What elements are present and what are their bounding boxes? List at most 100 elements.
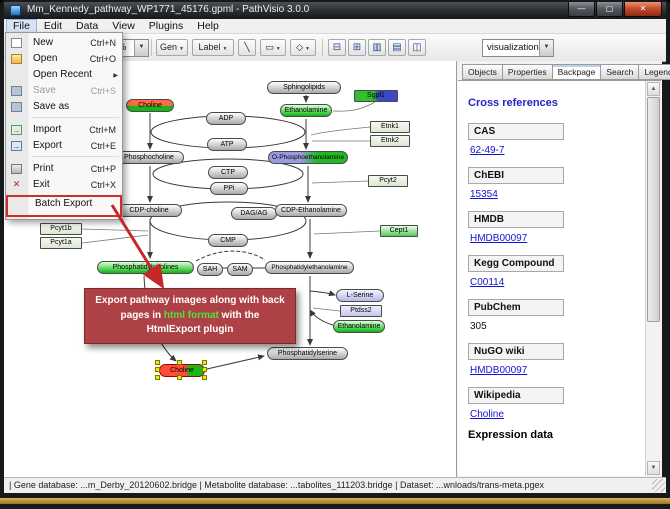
menu-item-batch-export[interactable]: Batch Export [6,195,122,217]
node-adp[interactable]: ADP [206,112,246,125]
node-atp[interactable]: ATP [207,138,247,151]
hmdb-link[interactable]: HMDB00097 [470,233,528,244]
minimize-button[interactable]: — [568,2,595,17]
node-sphingolipids[interactable]: Sphingolipids [267,81,341,94]
node-cdp-ethanolamine[interactable]: CDP-Ethanolamine [275,204,347,217]
cas-link[interactable]: 62-49-7 [470,145,505,156]
align-horizontal-button[interactable]: ⊟ [328,39,346,56]
node-choline-selected[interactable]: Choline [159,364,205,377]
menu-item-save-as[interactable]: Save as [6,99,122,115]
menu-separator [31,117,119,120]
node-o-phosphoethanolamine[interactable]: O-Phosphoethanolamine [268,151,348,164]
selection-handle[interactable] [177,360,182,365]
menu-item-save[interactable]: Save Ctrl+S [6,83,122,99]
menu-item-open[interactable]: Open Ctrl+O [6,51,122,67]
selection-handle[interactable] [155,367,160,372]
minimize-icon: — [577,4,586,13]
tab-search[interactable]: Search [600,64,639,80]
scroll-up-icon[interactable]: ▲ [647,82,660,96]
node-ctp[interactable]: CTP [208,166,248,179]
visualization-dropdown-icon[interactable]: ▼ [539,40,553,56]
menu-item-exit[interactable]: ✕ Exit Ctrl+X [12,179,116,190]
close-button[interactable]: ✕ [624,2,662,17]
scrollbar-thumb[interactable] [647,97,660,322]
menu-file[interactable]: File [6,19,37,33]
tab-backpage[interactable]: Backpage [551,64,601,80]
datanode-button[interactable]: Gen▼ [156,39,188,56]
backpage-scrollbar[interactable]: ▲ ▼ [645,81,661,476]
node-ppi[interactable]: PPi [210,182,248,195]
node-phosphatidylethanolamine[interactable]: Phosphatidylethanolamine [265,261,354,274]
menu-separator [31,156,119,159]
menu-item-export[interactable]: → Export Ctrl+E [11,140,116,151]
menu-data[interactable]: Data [76,20,99,32]
window-controls: — ▢ ✕ [567,2,662,17]
tab-properties[interactable]: Properties [501,64,552,80]
section-header: HMDB [468,211,564,228]
selection-handle[interactable] [202,367,207,372]
backpage-section-pubchem: PubChem 305 [468,297,641,332]
rect-tool-button[interactable]: ▭▼ [260,39,286,56]
node-etnk2[interactable]: Etnk2 [370,135,410,147]
nugo-link[interactable]: HMDB00097 [470,365,528,376]
selection-handle[interactable] [155,360,160,365]
node-phosphocholine[interactable]: Phosphocholine [114,151,184,164]
stack-button[interactable]: ◫ [408,39,426,56]
node-cmp[interactable]: CMP [208,234,248,247]
menu-help[interactable]: Help [197,20,219,32]
node-ethanolamine-2[interactable]: Ethanolamine [333,320,385,333]
node-ethanolamine[interactable]: Ethanolamine [280,104,332,117]
section-header: Kegg Compound [468,255,564,272]
node-sgpl1[interactable]: Sgpl1 [354,90,398,102]
menu-item-open-recent[interactable]: Open Recent ▶ [6,67,122,83]
menu-item-print[interactable]: Print Ctrl+P [6,161,122,177]
label-button[interactable]: Label▼ [192,39,234,56]
chebi-link[interactable]: 15354 [470,189,498,200]
node-etnk1[interactable]: Etnk1 [370,121,410,133]
maximize-button[interactable]: ▢ [596,2,623,17]
node-pcyt1a[interactable]: Pcyt1a [40,237,82,249]
node-ptdss2[interactable]: Ptdss2 [340,305,382,317]
scroll-down-icon[interactable]: ▼ [647,461,660,475]
node-sah[interactable]: SAH [197,263,223,276]
node-l-serine[interactable]: L-Serine [336,289,384,302]
node-phosphatidylcholines[interactable]: Phosphatidylcholines [97,261,194,274]
node-choline[interactable]: Choline [126,99,174,112]
submenu-arrow-icon: ▶ [113,73,118,79]
menu-edit[interactable]: Edit [43,20,63,32]
node-pcyt2[interactable]: Pcyt2 [368,175,408,187]
title-bar[interactable]: Mm_Kennedy_pathway_WP1771_45176.gpml - P… [4,2,666,20]
visualization-combobox[interactable]: visualization ▼ [482,39,554,57]
visualization-value: visualization [487,42,539,53]
node-cdp-choline[interactable]: CDP-choline [116,204,182,217]
selection-handle[interactable] [155,375,160,380]
menu-view[interactable]: View [112,20,135,32]
selection-handle[interactable] [177,375,182,380]
distribute-vertical-button[interactable]: ▤ [388,39,406,56]
zoom-dropdown-icon[interactable]: ▼ [134,40,148,56]
callout-line3: HtmlExport plugin [146,324,234,335]
shape-tool-button[interactable]: ◇▼ [290,39,316,56]
resize-grip[interactable] [652,479,665,492]
node-cept1[interactable]: Cept1 [380,225,418,237]
node-sam[interactable]: SAM [227,263,253,276]
selection-handle[interactable] [202,375,207,380]
section-header: CAS [468,123,564,140]
menu-item-import[interactable]: → Import Ctrl+M [11,124,116,135]
align-vertical-button[interactable]: ⊞ [348,39,366,56]
wikipedia-link[interactable]: Choline [470,409,504,420]
menu-plugins[interactable]: Plugins [148,20,184,32]
node-pcyt1b[interactable]: Pcyt1b [40,223,82,235]
distribute-horizontal-button[interactable]: ▥ [368,39,386,56]
menu-item-new[interactable]: New Ctrl+N [6,35,122,51]
kegg-link[interactable]: C00114 [470,277,505,288]
line-tool-button[interactable]: ╲ [238,39,256,56]
tab-legend[interactable]: Legend [638,64,670,80]
export-icon: → [11,141,22,151]
tab-objects[interactable]: Objects [462,64,502,80]
selection-handle[interactable] [202,360,207,365]
section-header: Wikipedia [468,387,564,404]
node-dag[interactable]: DAG/AG [231,207,277,220]
node-phosphatidylserine[interactable]: Phosphatidylserine [267,347,348,360]
